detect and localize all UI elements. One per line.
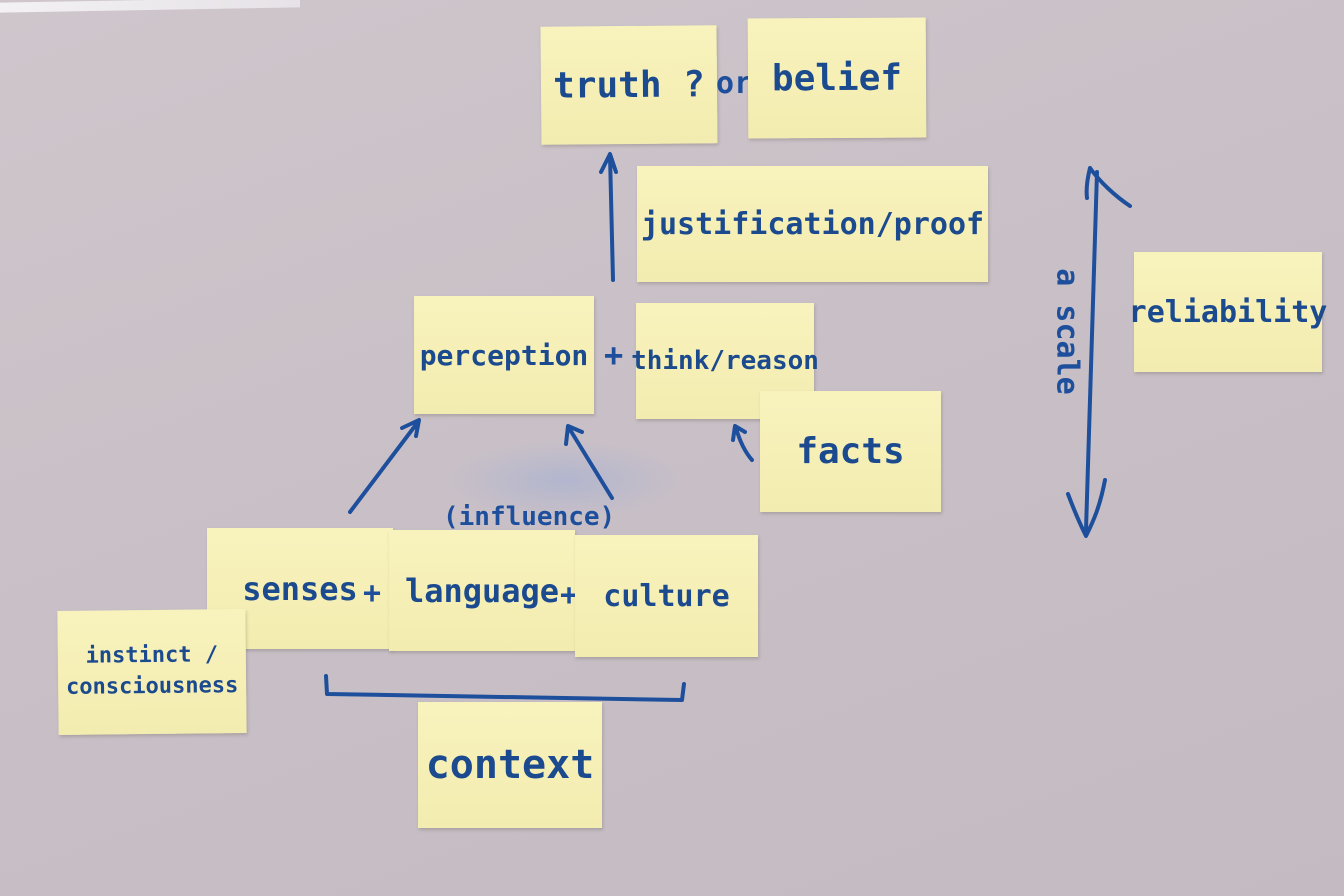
note-context-text: context <box>425 742 595 788</box>
scale-text: a scale <box>1049 268 1085 395</box>
arrow-influence-to-perception <box>564 424 614 500</box>
arrow-senses-to-perception <box>348 418 421 514</box>
influence-text: (influence) <box>443 502 616 532</box>
note-reliability-text: reliability <box>1128 294 1328 330</box>
note-perception: perception <box>414 296 594 414</box>
or-text: or <box>716 66 753 101</box>
plus-language-culture: + <box>560 578 579 613</box>
arrow-up-to-truth <box>599 152 618 282</box>
context-bracket <box>324 674 686 702</box>
note-senses-text: senses <box>242 569 358 608</box>
ink-smudge <box>445 440 685 520</box>
note-truth-text: truth ? <box>552 63 706 107</box>
note-context: context <box>418 702 602 828</box>
scale-double-arrow <box>1066 166 1132 538</box>
note-justification: justification/proof <box>637 166 988 282</box>
note-culture-text: culture <box>603 578 730 614</box>
note-facts: facts <box>760 391 941 512</box>
note-facts-text: facts <box>796 431 905 472</box>
note-belief-text: belief <box>771 57 903 99</box>
note-perception-text: perception <box>419 338 589 372</box>
note-think-reason-text: think/reason <box>631 346 819 376</box>
note-instinct: instinct / consciousness <box>57 609 247 735</box>
plus-perception-think: + <box>604 336 624 374</box>
note-justification-text: justification/proof <box>640 206 985 242</box>
note-belief: belief <box>747 17 927 139</box>
note-culture: culture <box>575 535 758 657</box>
note-language-text: language <box>404 571 560 610</box>
note-truth: truth ? <box>540 25 718 145</box>
plus-senses-language: + <box>363 576 382 611</box>
note-language: language <box>389 530 575 651</box>
arrow-facts-to-think <box>731 424 754 462</box>
note-instinct-line1: instinct / <box>85 642 219 669</box>
note-reliability: reliability <box>1129 252 1327 372</box>
note-instinct-line2: consciousness <box>65 673 239 700</box>
